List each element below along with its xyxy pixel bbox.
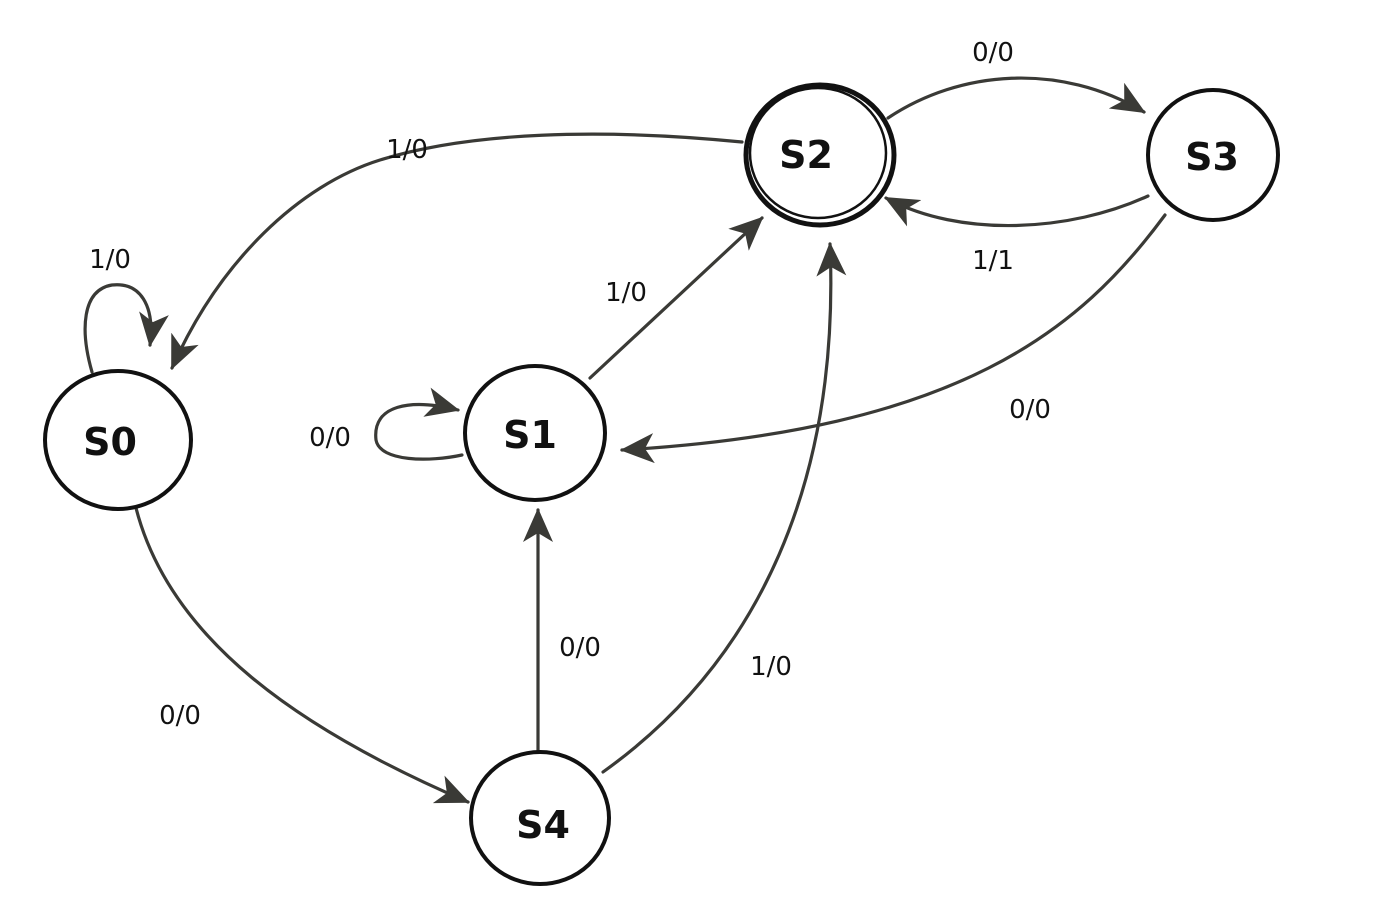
edge-s2-to-s3 — [886, 76, 1146, 120]
state-s4-circle — [469, 750, 611, 886]
edge-s3-to-s1 — [620, 213, 1167, 464]
state-s2-label: S2 — [779, 133, 833, 177]
label-s4-to-s1: 0/0 — [559, 633, 601, 663]
state-s1-circle — [463, 364, 607, 502]
state-s3-circle — [1146, 88, 1280, 222]
label-s3-to-s2: 1/1 — [972, 246, 1014, 276]
label-s2-to-s3: 0/0 — [972, 38, 1014, 68]
edge-s1-to-s2 — [588, 216, 764, 380]
state-s0-label: S0 — [83, 420, 137, 464]
label-s0-to-s4: 0/0 — [159, 701, 201, 731]
label-s2-to-s0: 1/0 — [386, 135, 428, 165]
label-s1-to-s1: 0/0 — [309, 423, 351, 453]
label-s0-to-s0: 1/0 — [89, 245, 131, 275]
state-s3-label: S3 — [1185, 135, 1239, 179]
label-s4-to-s2: 1/0 — [750, 652, 792, 682]
state-s3: S3 — [1146, 88, 1280, 222]
state-s4-label: S4 — [516, 803, 570, 847]
edge-s0-to-s0 — [83, 283, 169, 374]
label-s1-to-s2: 1/0 — [605, 278, 647, 308]
edge-s4-to-s2 — [601, 242, 847, 774]
edges — [83, 76, 1167, 804]
nodes: S0 S1 S2 S3 S4 — [43, 82, 1280, 886]
state-s2: S2 — [743, 82, 897, 228]
edge-s2-to-s0 — [170, 132, 744, 370]
label-s3-to-s1: 0/0 — [1009, 395, 1051, 425]
state-s0-circle — [43, 369, 193, 511]
state-s1-label: S1 — [503, 413, 557, 457]
edge-s1-to-s1 — [374, 387, 464, 461]
state-s0: S0 — [43, 369, 193, 511]
edge-labels: 1/0 0/0 0/0 1/0 1/0 0/0 1/1 0/0 0/0 1/0 — [89, 38, 1051, 731]
state-s4: S4 — [469, 750, 611, 886]
state-s1: S1 — [463, 364, 607, 502]
edge-s3-to-s2 — [884, 194, 1150, 228]
state-s2-outer-circle — [743, 82, 897, 228]
edge-s0-to-s4 — [134, 506, 470, 804]
state-s2-inner-circle — [748, 86, 888, 220]
